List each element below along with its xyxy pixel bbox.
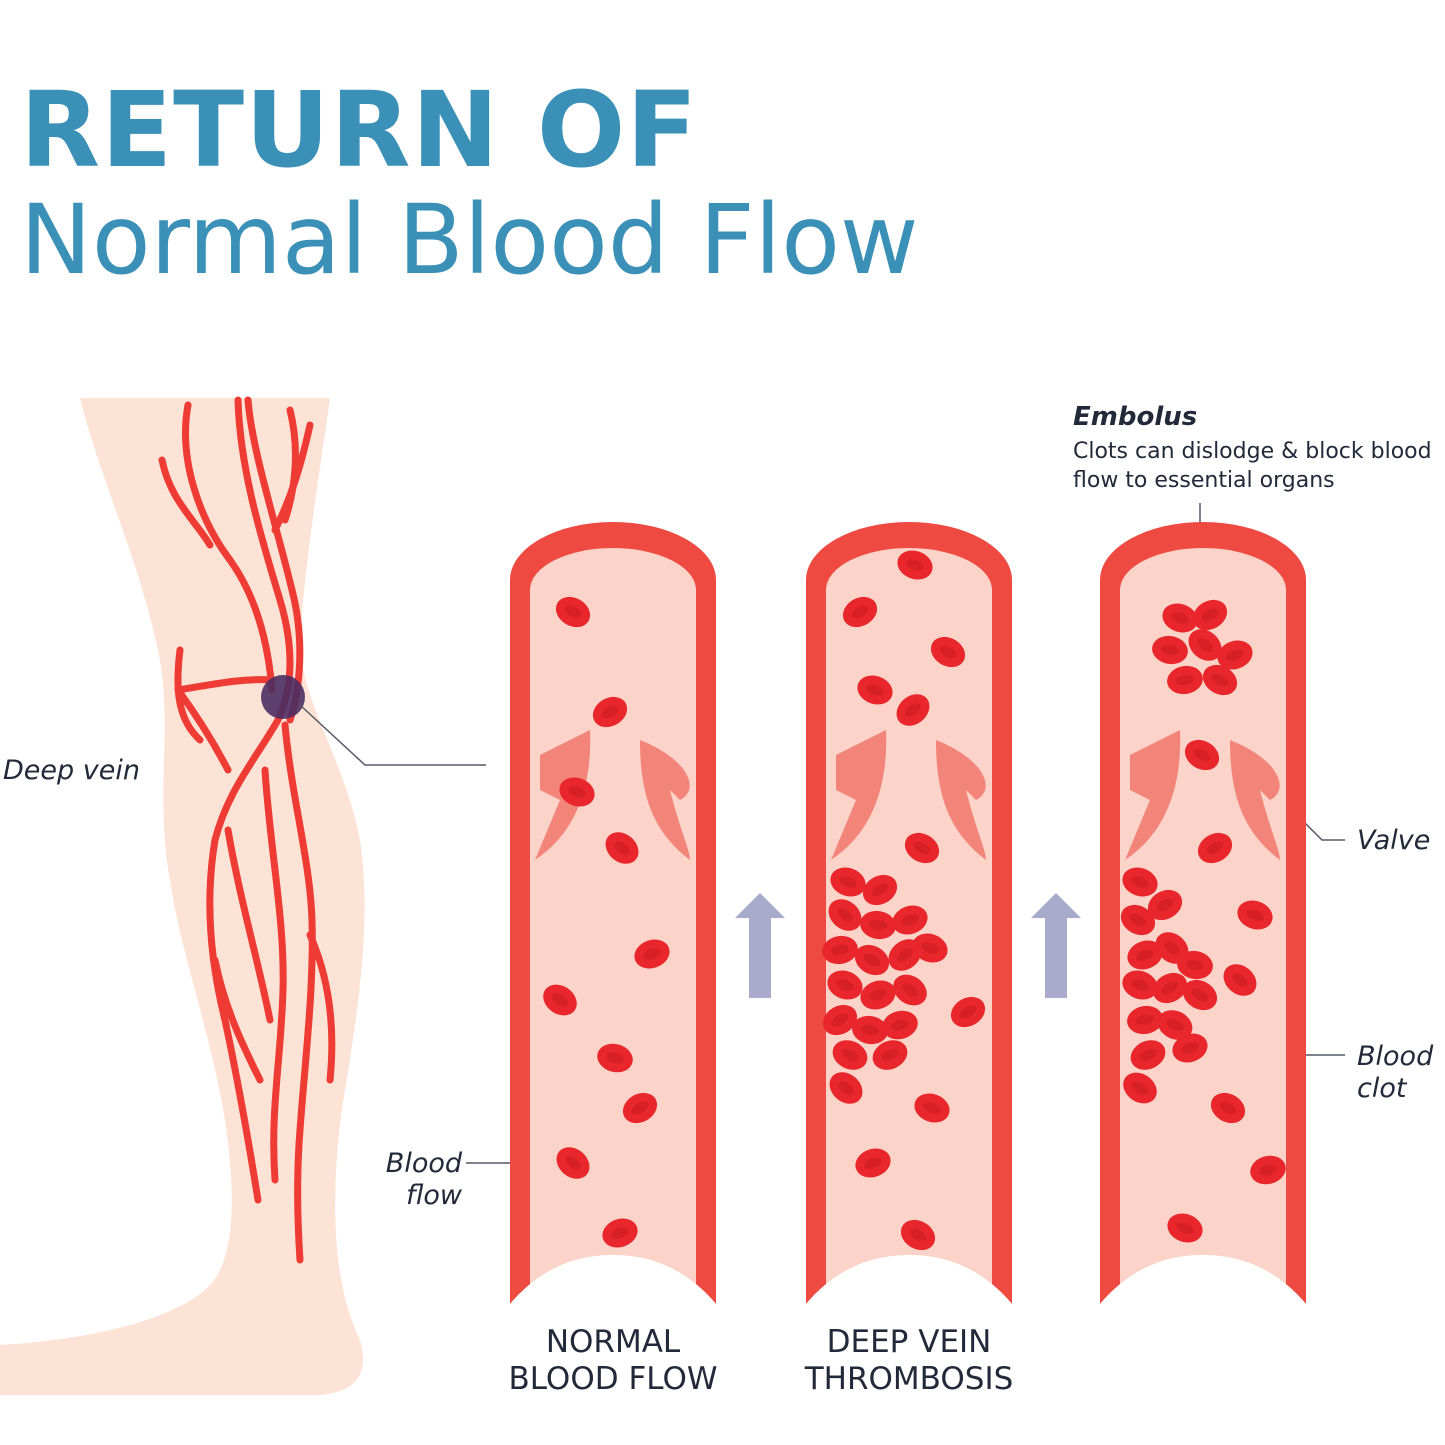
caption-dvt: DEEP VEIN THROMBOSIS bbox=[804, 1324, 1014, 1397]
title-line-1: RETURN OF bbox=[20, 69, 699, 191]
valve-right bbox=[640, 740, 690, 860]
deep-vein-marker bbox=[261, 675, 305, 719]
title-line-2: Normal Blood Flow bbox=[20, 184, 919, 296]
deep-vein-leader bbox=[299, 704, 486, 766]
blood-clot-label: Blood clot bbox=[1357, 1041, 1434, 1104]
leg-veins bbox=[158, 396, 336, 1264]
vessel-bottom bbox=[505, 1255, 721, 1325]
valve-label: Valve bbox=[1357, 825, 1431, 856]
vessel-normal bbox=[505, 522, 721, 1325]
valve-right bbox=[936, 740, 986, 860]
vessel-embolus bbox=[1095, 522, 1311, 1325]
embolus-description: Clots can dislodge & block blood flow to… bbox=[1073, 439, 1432, 493]
blood-flow-label: Blood flow bbox=[385, 1148, 462, 1211]
vessel-lumen bbox=[1120, 548, 1286, 1310]
vessel-dvt bbox=[801, 522, 1017, 1325]
vessel-lumen bbox=[530, 548, 696, 1310]
valve-right bbox=[1230, 740, 1280, 860]
caption-normal: NORMAL BLOOD FLOW bbox=[508, 1324, 718, 1397]
leg-illustration bbox=[0, 396, 365, 1395]
flow-arrow-2 bbox=[1031, 893, 1081, 998]
deep-vein-label: Deep vein bbox=[3, 755, 140, 786]
valve-left bbox=[831, 730, 887, 860]
flow-arrow-1 bbox=[735, 893, 785, 998]
vessel-bottom bbox=[801, 1255, 1017, 1325]
embolus-title: Embolus bbox=[1073, 402, 1198, 432]
vessel-bottom bbox=[1095, 1255, 1311, 1325]
valve-left bbox=[1125, 730, 1181, 860]
